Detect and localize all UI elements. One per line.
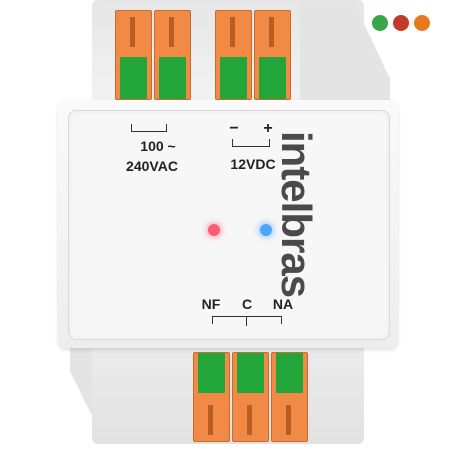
- terminal: [271, 352, 308, 442]
- bottom-terminal-block: [193, 352, 308, 442]
- terminal: [154, 10, 191, 100]
- orange-swatch[interactable]: [414, 15, 430, 31]
- relay-bracket: [212, 316, 282, 324]
- dc-bracket: [232, 139, 270, 147]
- green-swatch[interactable]: [372, 15, 388, 31]
- color-swatches: [372, 15, 430, 31]
- terminal: [254, 10, 291, 100]
- ac-bracket: [131, 124, 167, 132]
- blue-led: [260, 224, 272, 236]
- front-label-panel: [68, 110, 390, 340]
- terminal: [232, 352, 269, 442]
- top-left-terminal-block: [115, 10, 191, 100]
- top-right-terminal-block: [215, 10, 291, 100]
- brand-logo: intelbras: [273, 131, 320, 298]
- dc-voltage-label: 12VDC: [230, 156, 276, 172]
- terminal: [115, 10, 152, 100]
- ac-range-label: 100 ~: [140, 138, 176, 154]
- ac-voltage-label: 240VAC: [126, 158, 178, 174]
- terminal: [215, 10, 252, 100]
- nf-label: NF: [201, 296, 221, 312]
- red-swatch[interactable]: [393, 15, 409, 31]
- na-label: NA: [272, 296, 294, 312]
- red-led: [208, 224, 220, 236]
- dc-plus-label: +: [263, 120, 273, 137]
- relay-bracket-mid: [246, 316, 247, 326]
- terminal: [193, 352, 230, 442]
- dc-minus-label: −: [229, 120, 239, 137]
- c-label: C: [241, 296, 253, 312]
